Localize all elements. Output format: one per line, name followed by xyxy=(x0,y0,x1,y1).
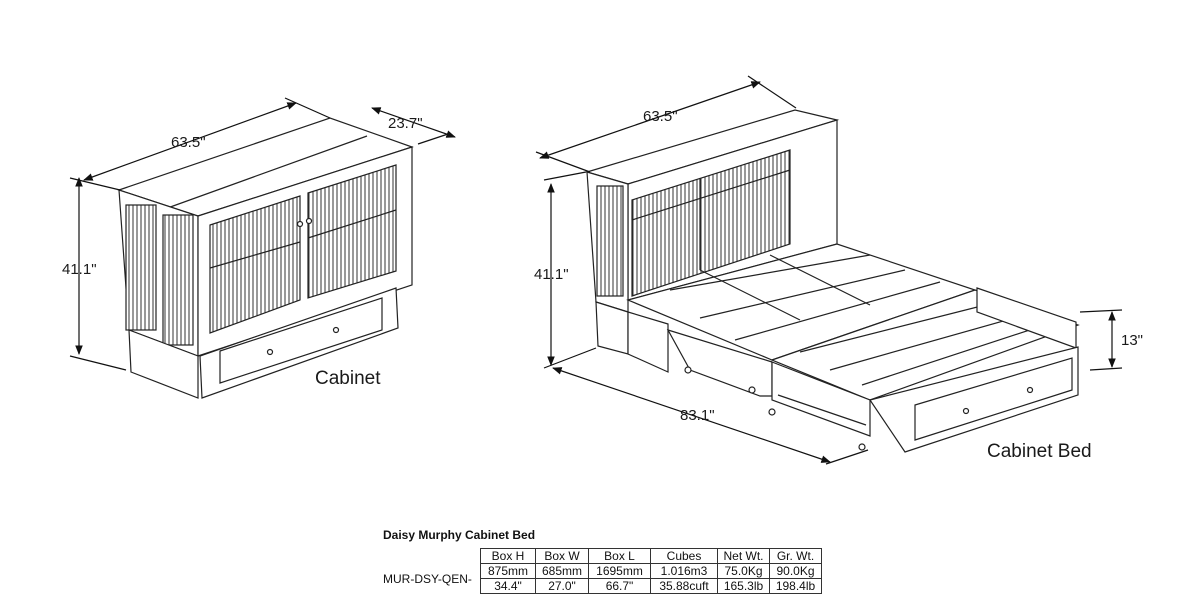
caster-4 xyxy=(858,443,866,451)
table-header-row: Box H Box W Box L Cubes Net Wt. Gr. Wt. xyxy=(480,548,822,564)
cabinet-depth-ext xyxy=(417,133,449,145)
table-cell: 165.3lb xyxy=(717,578,770,594)
cabinet-dimension-lines xyxy=(69,97,456,371)
header-cubes: Cubes xyxy=(650,548,718,564)
header-gr-wt: Gr. Wt. xyxy=(769,548,822,564)
cabinet-width-label: 63.5" xyxy=(171,134,206,151)
cabinet-caption: Cabinet xyxy=(315,368,381,389)
table-row: 875mm 685mm 1695mm 1.016m3 75.0Kg 90.0Kg xyxy=(480,563,822,579)
platform-rail-1 xyxy=(669,254,871,291)
bed-length-ext xyxy=(825,449,869,465)
door-left-rail xyxy=(209,241,301,269)
headboard-rail xyxy=(631,169,791,221)
cabinet-width-ext-left xyxy=(69,177,121,191)
header-box-w: Box W xyxy=(535,548,589,564)
platform-rail-3 xyxy=(734,281,941,341)
bed-drawer-knob-1 xyxy=(962,407,970,415)
table-cell: 75.0Kg xyxy=(717,563,770,579)
drawer-knob-2 xyxy=(332,326,340,334)
platform-rail-6 xyxy=(861,319,1061,386)
spec-title: Daisy Murphy Cabinet Bed xyxy=(383,528,536,542)
cabinet-width-line xyxy=(83,102,297,181)
packing-spec-table: Box H Box W Box L Cubes Net Wt. Gr. Wt. … xyxy=(480,548,822,594)
platform-crossbar-1 xyxy=(699,269,801,321)
cabinet-width-ext-right xyxy=(284,97,331,119)
cabinet-height-label: 41.1" xyxy=(62,261,97,278)
bed-width-ext-right xyxy=(747,75,797,109)
bed-height-ext-bottom xyxy=(543,347,597,369)
table-cell: 685mm xyxy=(535,563,589,579)
cabinet-drawer xyxy=(219,297,383,384)
bed-frame-height-ext-top xyxy=(1079,309,1123,313)
bed-frame-height-ext-bottom xyxy=(1089,367,1123,371)
table-cell: 875mm xyxy=(480,563,536,579)
model-number: MUR-DSY-QEN- xyxy=(383,572,472,586)
cabinet-side-panel-right xyxy=(162,214,194,346)
table-cell: 35.88cuft xyxy=(650,578,718,594)
bed-length-label: 83.1" xyxy=(680,407,715,424)
cabinet-illustration xyxy=(117,117,414,399)
cabinet-depth-line xyxy=(371,107,456,138)
spec-row: MUR-DSY-QEN- Box H Box W Box L Cubes Net… xyxy=(383,548,822,594)
cabinet-door-left xyxy=(209,195,301,334)
platform-rail-4 xyxy=(799,299,1006,353)
cabinet-height-ext xyxy=(69,355,127,371)
cabinet-base-front xyxy=(128,329,199,399)
table-row: 34.4" 27.0" 66.7" 35.88cuft 165.3lb 198.… xyxy=(480,578,822,594)
cabinet-bed-caption: Cabinet Bed xyxy=(987,441,1092,462)
bed-drawer xyxy=(914,357,1073,441)
headboard-slat-panel xyxy=(631,149,791,297)
table-cell: 27.0" xyxy=(535,578,589,594)
table-cell: 90.0Kg xyxy=(769,563,822,579)
bed-length-line xyxy=(552,367,831,463)
cabinet-door-right xyxy=(307,164,397,299)
caster-3 xyxy=(768,408,776,416)
table-cell: 198.4lb xyxy=(769,578,822,594)
drawer-knob-1 xyxy=(266,348,274,356)
door-knob-left xyxy=(296,220,304,228)
door-right-rail xyxy=(307,209,397,239)
header-net-wt: Net Wt. xyxy=(717,548,770,564)
packing-spec-block: Daisy Murphy Cabinet Bed MUR-DSY-QEN- Bo… xyxy=(383,528,822,594)
table-cell: 1695mm xyxy=(588,563,651,579)
header-box-l: Box L xyxy=(588,548,651,564)
header-box-h: Box H xyxy=(480,548,536,564)
bed-height-ext-top xyxy=(543,171,587,181)
cabinet-side-panel-left xyxy=(125,204,157,331)
bed-cabinet-end-panel xyxy=(596,185,624,297)
cabinet-bed-illustration xyxy=(584,109,1080,453)
bed-width-ext-left xyxy=(535,151,591,173)
table-cell: 1.016m3 xyxy=(650,563,718,579)
platform-rail-5 xyxy=(829,311,1036,371)
caster-2 xyxy=(748,386,756,394)
bed-frame-height-label: 13" xyxy=(1121,332,1143,349)
table-cell: 34.4" xyxy=(480,578,536,594)
dimension-drawing: 63.5" 23.7" 41.1" Cabinet xyxy=(62,75,1143,465)
bed-cabinet-base-side xyxy=(627,311,669,373)
door-knob-right xyxy=(305,217,313,225)
bed-width-line xyxy=(539,81,761,159)
table-cell: 66.7" xyxy=(588,578,651,594)
platform-rail-2 xyxy=(699,269,906,319)
bed-height-label: 41.1" xyxy=(534,266,569,283)
bed-drawer-knob-2 xyxy=(1026,386,1034,394)
cabinet-bed-dimension-lines xyxy=(535,75,1123,465)
platform-crossbar-2 xyxy=(769,254,871,306)
caster-1 xyxy=(684,366,692,374)
cabinet-depth-label: 23.7" xyxy=(388,115,423,132)
bed-width-label: 63.5" xyxy=(643,108,678,125)
